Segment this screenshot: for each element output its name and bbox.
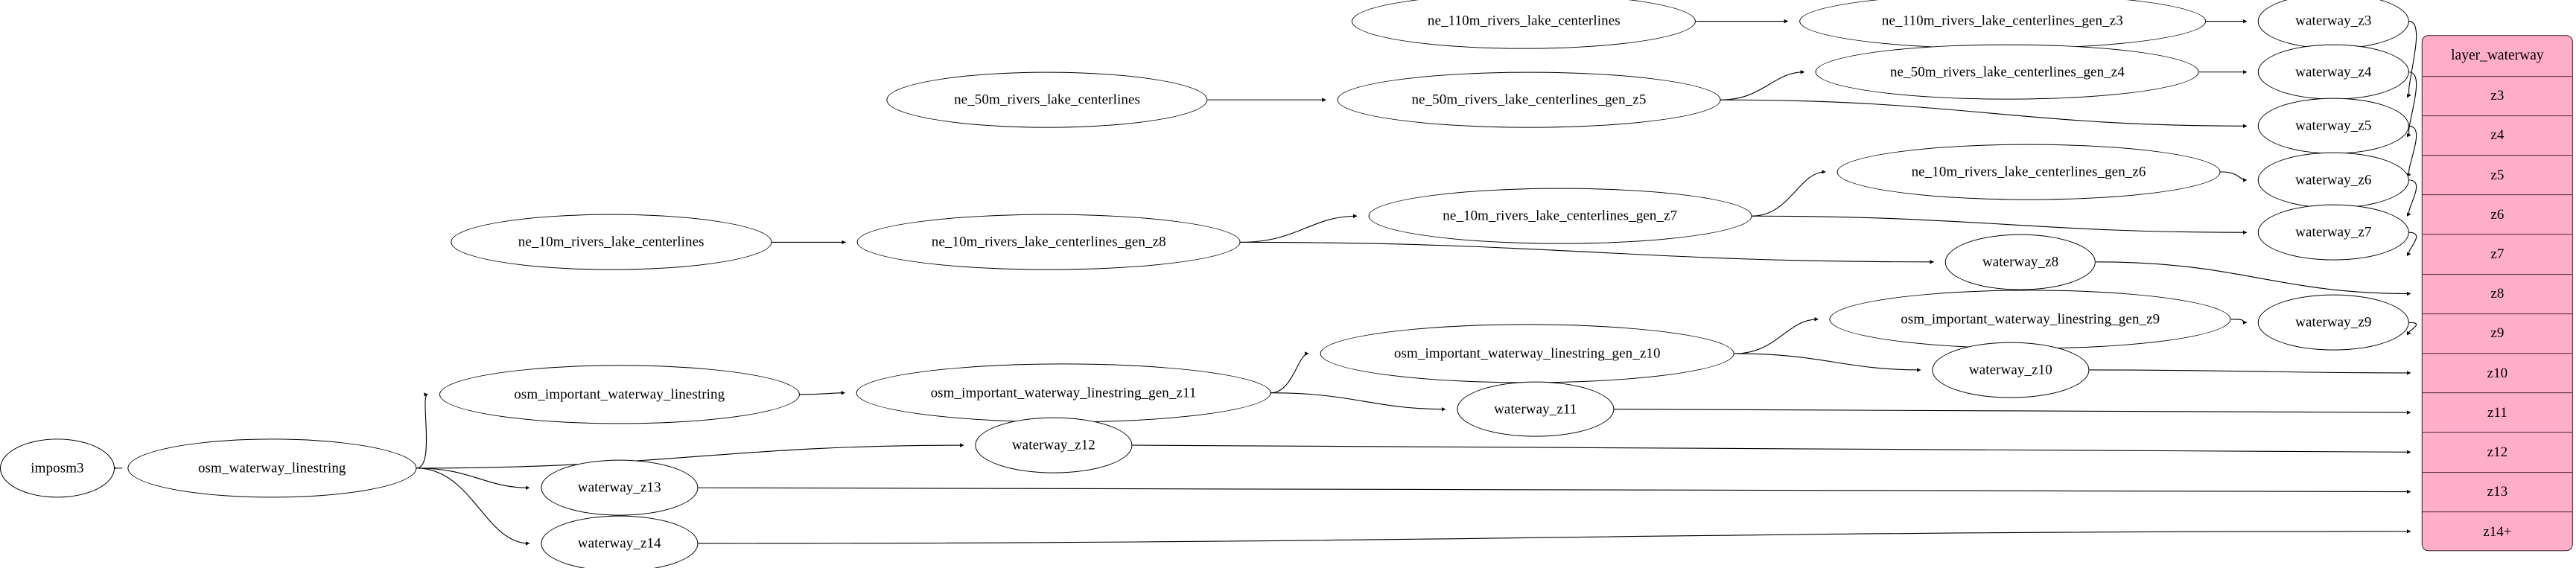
edge-ne_10m_rivers_lake_centerlines_gen_z7-to-ne_10m_rivers_lake_centerlines_gen_z6	[1752, 167, 1827, 216]
record-row-z10[interactable]: z10	[2423, 354, 2572, 394]
record-row-z13[interactable]: z13	[2423, 472, 2572, 513]
graph-node-waterway_z6[interactable]: waterway_z6	[2258, 152, 2409, 208]
graph-node-imposm3[interactable]: imposm3	[0, 438, 115, 498]
edge-ne_50m_rivers_lake_centerlines_gen_z5-to-ne_50m_rivers_lake_centerlines_gen_z4	[1720, 67, 1805, 100]
edge-ne_50m_rivers_lake_centerlines_gen_z5-to-waterway_z5	[1720, 100, 2248, 131]
graph-node-ne_110m_rivers_lake_centerlines_gen_z3[interactable]: ne_110m_rivers_lake_centerlines_gen_z3	[1799, 0, 2206, 49]
graph-node-waterway_z4[interactable]: waterway_z4	[2258, 44, 2409, 100]
graph-node-waterway_z12[interactable]: waterway_z12	[975, 417, 1133, 473]
graph-node-ne_10m_rivers_lake_centerlines[interactable]: ne_10m_rivers_lake_centerlines	[451, 214, 772, 270]
graph-node-waterway_z14[interactable]: waterway_z14	[541, 515, 699, 568]
edge-osm_waterway_linestring-to-waterway_z13	[416, 468, 530, 493]
record-row-z5[interactable]: z5	[2423, 156, 2572, 196]
graph-node-waterway_z3[interactable]: waterway_z3	[2258, 0, 2409, 49]
graph-node-ne_110m_rivers_lake_centerlines[interactable]: ne_110m_rivers_lake_centerlines	[1352, 0, 1696, 49]
edge-ne_10m_rivers_lake_centerlines_gen_z8-to-ne_10m_rivers_lake_centerlines_gen_z7	[1241, 211, 1358, 242]
graph-node-waterway_z5[interactable]: waterway_z5	[2258, 98, 2409, 154]
graph-node-waterway_z8[interactable]: waterway_z8	[1944, 234, 2096, 290]
graph-node-ne_10m_rivers_lake_centerlines_gen_z6[interactable]: ne_10m_rivers_lake_centerlines_gen_z6	[1836, 144, 2221, 200]
record-row-z12[interactable]: z12	[2423, 433, 2572, 473]
edge-waterway_z13-to-record-10	[698, 488, 2411, 497]
edge-osm_waterway_linestring-to-waterway_z12	[416, 441, 965, 468]
record-row-z8[interactable]: z8	[2423, 274, 2572, 315]
edge-waterway_z7-to-record-4	[2402, 232, 2417, 259]
graph-node-waterway_z9[interactable]: waterway_z9	[2258, 294, 2409, 351]
record-row-z6[interactable]: z6	[2423, 195, 2572, 235]
edge-osm_waterway_linestring-to-waterway_z14	[416, 468, 530, 549]
edge-waterway_z8-to-record-5	[2096, 262, 2411, 299]
edge-osm_waterway_linestring-to-osm_important_waterway_linestring	[416, 389, 429, 468]
edge-waterway_z12-to-record-9	[1132, 445, 2411, 457]
record-row-z14plus[interactable]: z14+	[2423, 512, 2572, 551]
record-row-z4[interactable]: z4	[2423, 115, 2572, 156]
edge-osm_important_waterway_linestring_gen_z11-to-osm_important_waterway_linestring_gen_z10	[1270, 348, 1310, 393]
graph-node-osm_important_waterway_linestring_gen_z10[interactable]: osm_important_waterway_linestring_gen_z1…	[1320, 324, 1735, 383]
graph-node-waterway_z7[interactable]: waterway_z7	[2258, 204, 2409, 261]
edge-waterway_z4-to-record-1	[2402, 72, 2417, 140]
graph-node-ne_10m_rivers_lake_centerlines_gen_z8[interactable]: ne_10m_rivers_lake_centerlines_gen_z8	[856, 214, 1241, 270]
graph-node-waterway_z13[interactable]: waterway_z13	[541, 459, 699, 516]
edge-ne_10m_rivers_lake_centerlines_gen_z7-to-waterway_z7	[1752, 216, 2248, 237]
graph-node-ne_50m_rivers_lake_centerlines[interactable]: ne_50m_rivers_lake_centerlines	[886, 71, 1208, 128]
edge-waterway_z6-to-record-3	[2402, 180, 2417, 220]
edge-waterway_z14-to-record-11	[698, 526, 2411, 543]
edge-osm_important_waterway_linestring-to-osm_important_waterway_linestring_gen_z11	[800, 388, 846, 398]
graph-node-osm_important_waterway_linestring_gen_z11[interactable]: osm_important_waterway_linestring_gen_z1…	[856, 363, 1271, 423]
edge-osm_important_waterway_linestring_gen_z10-to-osm_important_waterway_linestring_gen_z9	[1734, 314, 1819, 354]
edge-ne_10m_rivers_lake_centerlines_gen_z8-to-waterway_z8	[1241, 242, 1935, 267]
edge-osm_important_waterway_linestring_gen_z10-to-waterway_z10	[1734, 354, 1922, 374]
graph-node-osm_waterway_linestring[interactable]: osm_waterway_linestring	[127, 438, 416, 498]
graph-node-waterway_z11[interactable]: waterway_z11	[1457, 381, 1615, 438]
record-header: layer_waterway	[2423, 35, 2572, 77]
edge-waterway_z10-to-record-7	[2089, 368, 2411, 377]
graph-node-ne_50m_rivers_lake_centerlines_gen_z5[interactable]: ne_50m_rivers_lake_centerlines_gen_z5	[1337, 71, 1721, 128]
graph-node-ne_50m_rivers_lake_centerlines_gen_z4[interactable]: ne_50m_rivers_lake_centerlines_gen_z4	[1816, 44, 2199, 100]
edge-waterway_z9-to-record-6	[2402, 322, 2417, 338]
record-row-z11[interactable]: z11	[2423, 393, 2572, 433]
graph-node-waterway_z10[interactable]: waterway_z10	[1932, 342, 2090, 398]
edge-ne_10m_rivers_lake_centerlines_gen_z6-to-waterway_z6	[2221, 172, 2248, 185]
graph-node-osm_important_waterway_linestring[interactable]: osm_important_waterway_linestring	[439, 365, 800, 424]
edge-osm_important_waterway_linestring_gen_z9-to-waterway_z9	[2231, 318, 2248, 328]
graph-node-ne_10m_rivers_lake_centerlines_gen_z7[interactable]: ne_10m_rivers_lake_centerlines_gen_z7	[1368, 188, 1752, 244]
edge-waterway_z5-to-record-2	[2402, 126, 2417, 179]
record-row-z9[interactable]: z9	[2423, 314, 2572, 354]
record-row-z3[interactable]: z3	[2423, 76, 2572, 116]
edge-waterway_z3-to-record-0	[2402, 22, 2417, 100]
edge-osm_important_waterway_linestring_gen_z11-to-waterway_z11	[1270, 393, 1446, 414]
record-row-z7[interactable]: z7	[2423, 234, 2572, 275]
edge-waterway_z11-to-record-8	[1614, 408, 2411, 418]
graph-node-osm_important_waterway_linestring_gen_z9[interactable]: osm_important_waterway_linestring_gen_z9	[1829, 290, 2231, 349]
